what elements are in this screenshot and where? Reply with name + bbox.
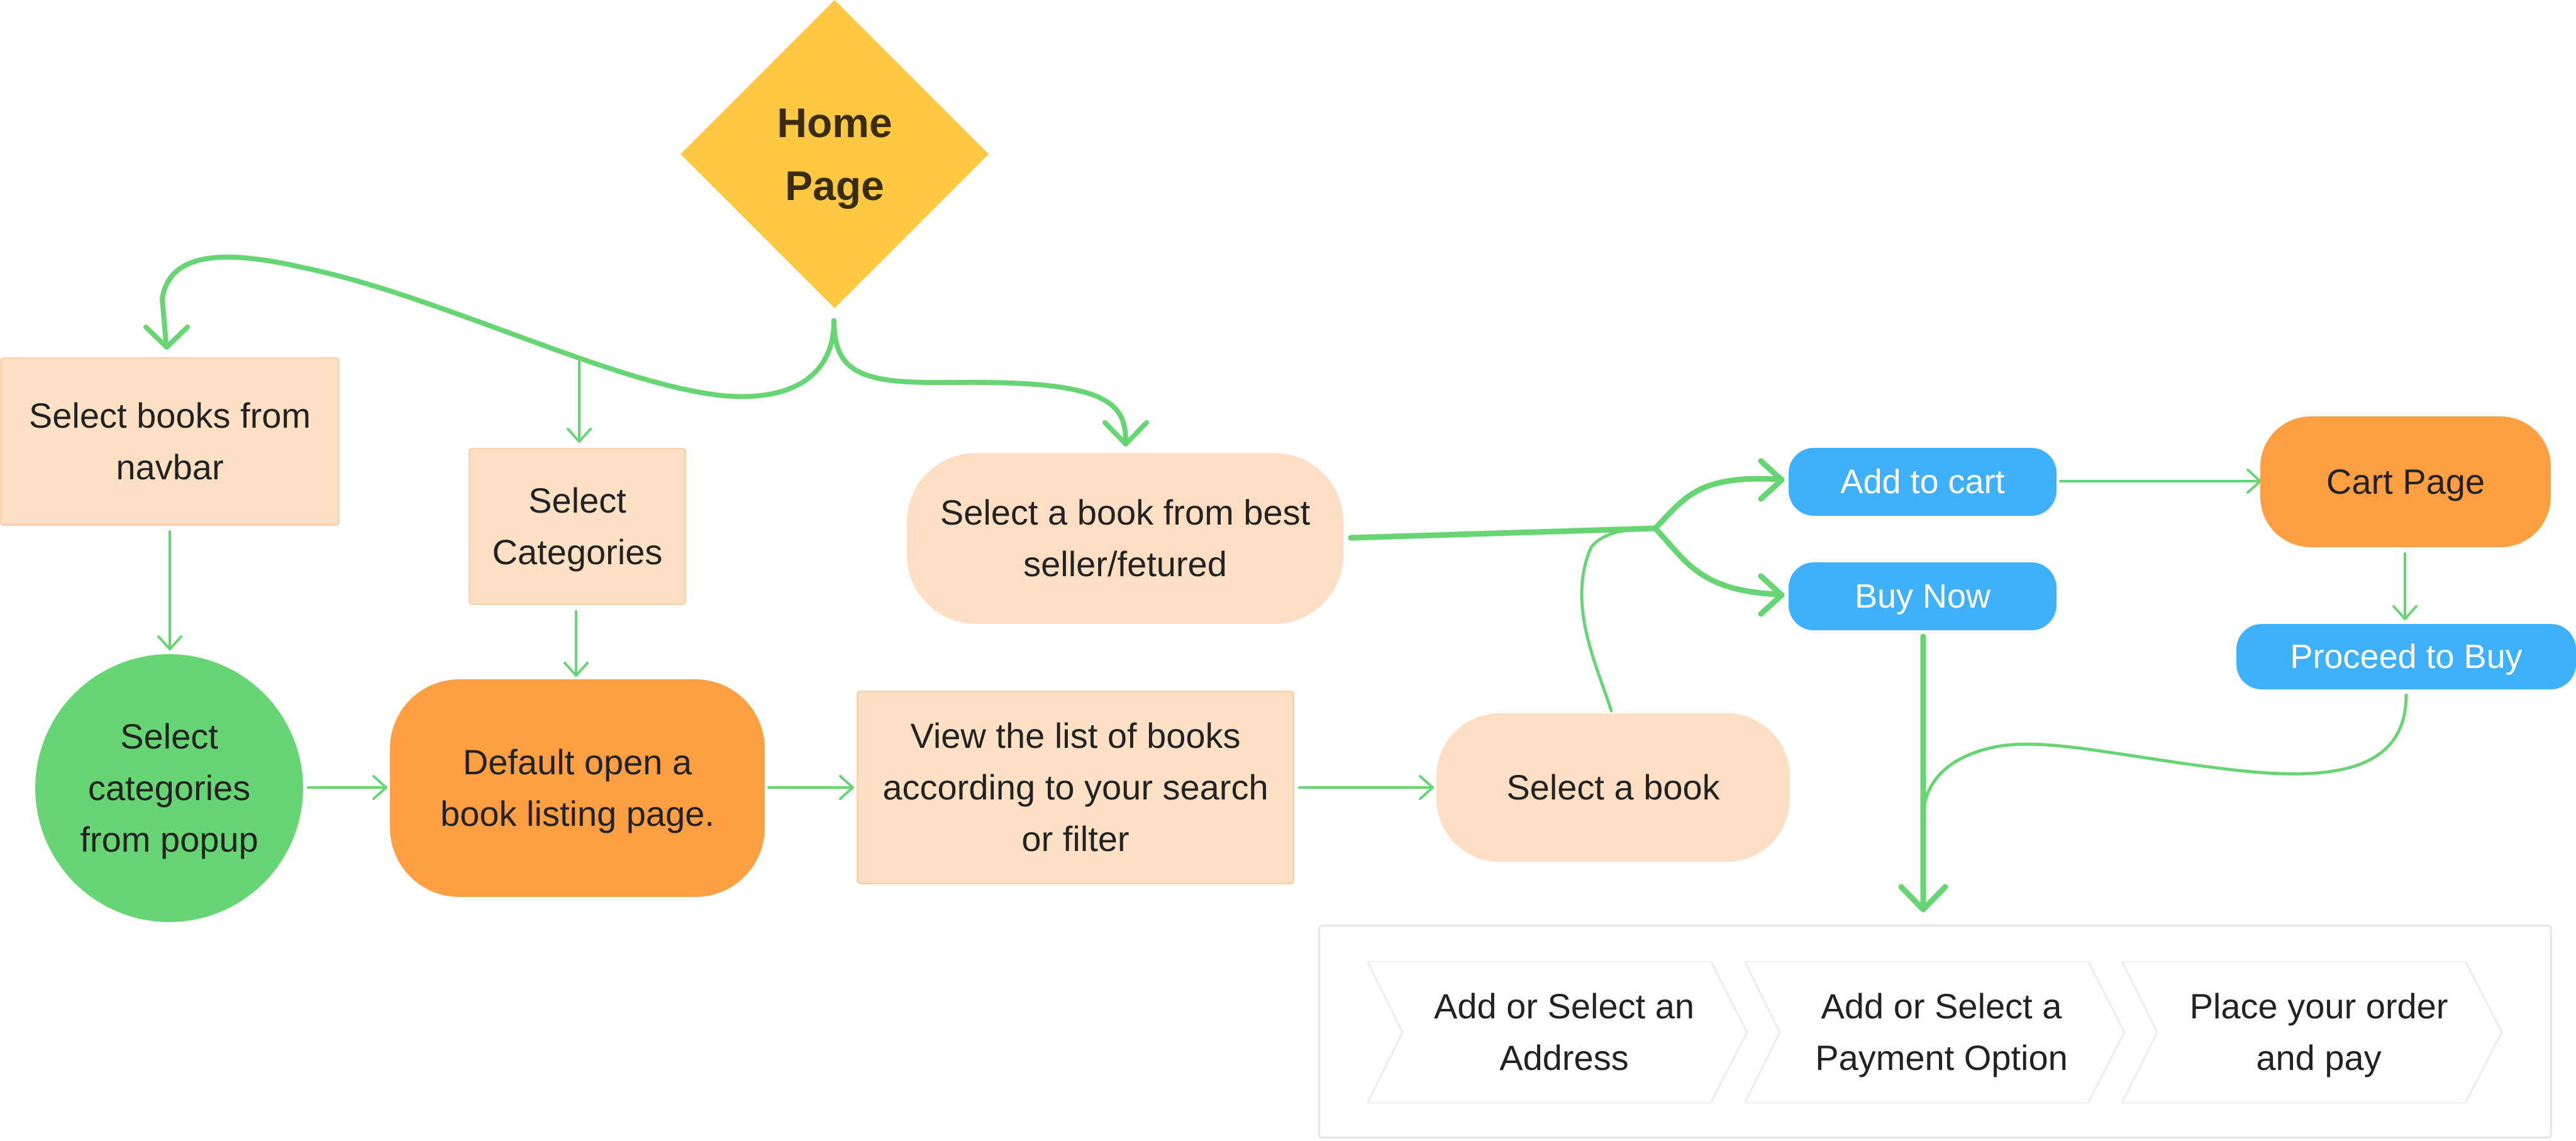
node-popup-line2: categories xyxy=(87,768,251,808)
node-bestseller-line2: seller/fetured xyxy=(1023,544,1227,584)
checkout-step-place-order-line2: and pay xyxy=(2256,1038,2382,1077)
node-navbar-line2: navbar xyxy=(116,447,224,487)
connector-home-to-bestseller xyxy=(831,318,1128,444)
cart-page-label: Cart Page xyxy=(2326,462,2485,501)
checkout-step-payment[interactable]: Add or Select a Payment Option xyxy=(1745,961,2126,1103)
arrowhead-listing xyxy=(564,662,589,677)
chevron-shape-icon xyxy=(1367,961,1748,1103)
buy-now-label: Buy Now xyxy=(1854,577,1991,615)
node-selectbook-label: Select a book xyxy=(1506,767,1720,807)
home-page-label-line1: Home xyxy=(777,99,892,146)
buy-now-button[interactable]: Buy Now xyxy=(1789,562,2057,630)
chevron-shape-icon xyxy=(1745,961,2126,1103)
connector-selectbook-to-junction xyxy=(1580,526,1657,713)
home-page-label-line2: Page xyxy=(785,162,884,209)
node-popup-line1: Select xyxy=(120,716,218,756)
arrowhead-to-listing xyxy=(372,775,387,800)
arrowhead-categories xyxy=(567,428,592,443)
node-viewlist-line3: or filter xyxy=(1021,819,1130,859)
add-to-cart-button[interactable]: Add to cart xyxy=(1789,448,2057,516)
checkout-step-payment-line1: Add or Select a xyxy=(1821,986,2062,1026)
checkout-step-place-order-label: Place your order and pay xyxy=(2147,961,2490,1103)
connector-proceed-to-checkout xyxy=(1921,693,2408,820)
node-bestseller-line1: Select a book from best xyxy=(940,493,1311,532)
connector-home-to-navbar xyxy=(160,254,836,399)
arrowhead-buynow xyxy=(1758,573,1785,617)
node-listing-line2: book listing page. xyxy=(440,794,714,833)
checkout-step-address-line1: Add or Select an xyxy=(1433,986,1695,1026)
proceed-to-buy-button[interactable]: Proceed to Buy xyxy=(2236,624,2576,689)
node-book-listing-page[interactable]: Default open a book listing page. xyxy=(390,679,765,897)
node-navbar-line1: Select books from xyxy=(28,396,311,435)
node-view-book-list[interactable]: View the list of books according to your… xyxy=(857,691,1294,884)
arrowhead-checkout xyxy=(1898,884,1948,913)
checkout-step-payment-label: Add or Select a Payment Option xyxy=(1770,961,2113,1103)
connector-junction-to-addtocart xyxy=(1652,476,1783,532)
node-viewlist-line1: View the list of books xyxy=(910,716,1241,755)
node-categories-line1: Select xyxy=(528,481,626,520)
node-select-categories-popup[interactable]: Select categories from popup xyxy=(35,654,303,922)
arrowhead-to-viewlist xyxy=(839,775,854,800)
chevron-shape-icon xyxy=(2122,961,2503,1103)
connector-bestseller-to-junction xyxy=(1348,525,1658,541)
node-select-books-navbar[interactable]: Select books from navbar xyxy=(0,357,340,526)
node-listing-line1: Default open a xyxy=(462,742,692,782)
arrowhead-popup xyxy=(157,635,182,650)
checkout-step-place-order-line1: Place your order xyxy=(2189,986,2448,1026)
node-cart-page[interactable]: Cart Page xyxy=(2260,416,2551,547)
node-select-categories[interactable]: Select Categories xyxy=(469,448,686,605)
arrowhead-navbar xyxy=(143,325,190,350)
arrowhead-bestseller xyxy=(1102,420,1149,447)
checkout-step-address[interactable]: Add or Select an Address xyxy=(1367,961,1748,1103)
checkout-step-address-label: Add or Select an Address xyxy=(1392,961,1736,1103)
arrowhead-addtocart xyxy=(1758,458,1785,502)
proceed-to-buy-label: Proceed to Buy xyxy=(2290,638,2523,676)
add-to-cart-label: Add to cart xyxy=(1840,463,2005,501)
node-viewlist-line2: according to your search xyxy=(882,767,1269,807)
node-popup-line3: from popup xyxy=(80,820,258,859)
arrowhead-to-selectbook xyxy=(1419,775,1434,800)
arrowhead-proceed xyxy=(2392,605,2418,620)
node-select-a-book[interactable]: Select a book xyxy=(1436,713,1790,862)
connector-junction-to-buynow xyxy=(1652,525,1783,598)
checkout-step-place-order[interactable]: Place your order and pay xyxy=(2122,961,2503,1103)
node-select-bestseller[interactable]: Select a book from best seller/fetured xyxy=(907,453,1343,624)
home-page-label: Home Page xyxy=(680,0,989,308)
node-categories-line2: Categories xyxy=(492,532,663,572)
checkout-step-address-line2: Address xyxy=(1499,1038,1629,1077)
checkout-step-payment-line2: Payment Option xyxy=(1815,1038,2068,1077)
